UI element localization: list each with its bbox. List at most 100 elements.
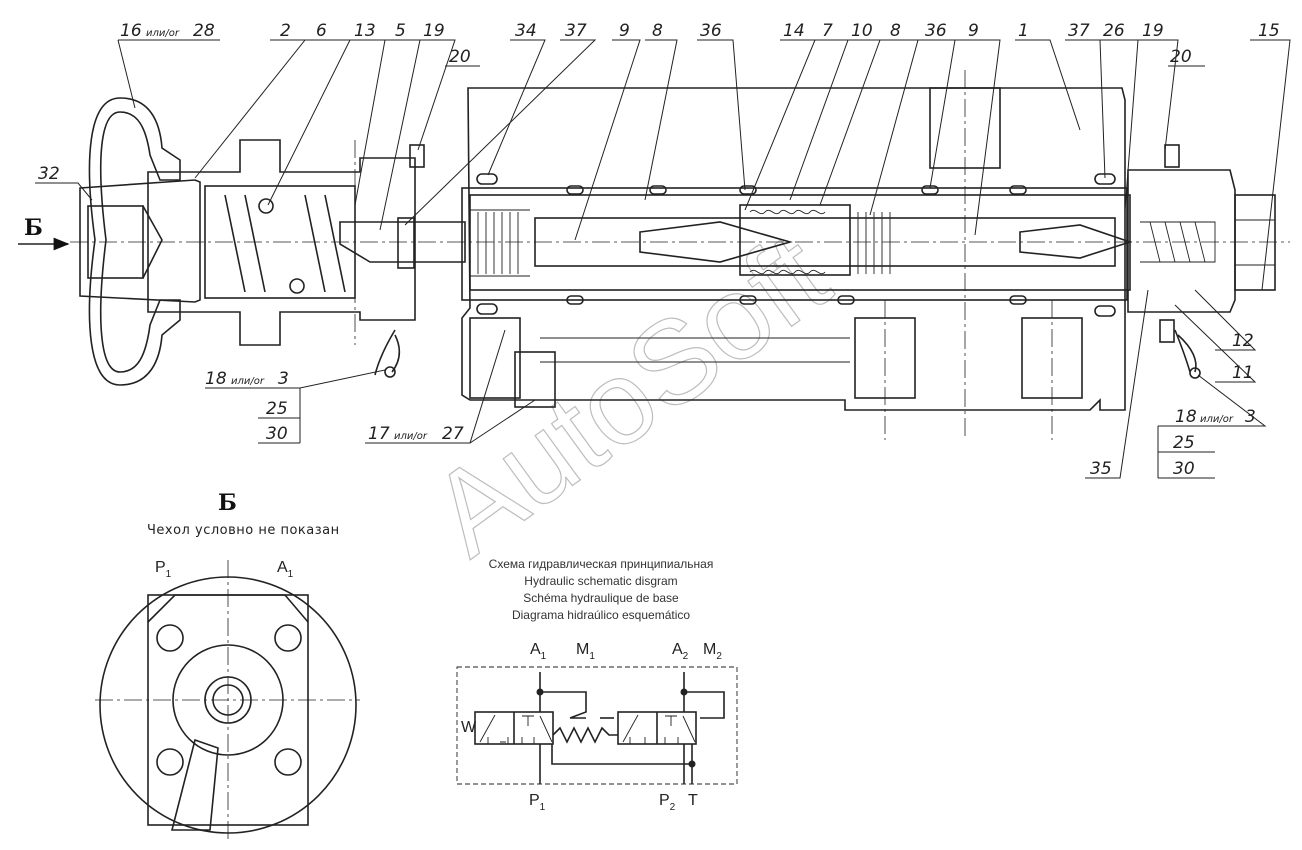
callout-16: 16: [120, 21, 142, 41]
svg-text:M1: M1: [576, 641, 595, 662]
callout-34: 34: [515, 21, 537, 41]
right-cap: [1127, 169, 1276, 313]
schematic-port-t-letter: T: [688, 792, 698, 809]
callout-25-right: 25: [1173, 433, 1195, 453]
schematic-port-p2-letter: P: [659, 792, 670, 809]
callout-5: 5: [395, 21, 406, 41]
callout-7: 7: [822, 21, 833, 41]
callout-37b: 37: [1068, 21, 1090, 41]
callout-37: 37: [565, 21, 587, 41]
callout-14: 14: [783, 21, 805, 41]
svg-text:A2: A2: [672, 641, 689, 662]
schematic-port-a1: A1: [530, 641, 547, 662]
callout-or-left: или/or: [231, 376, 265, 387]
end-view-port-p1: P1: [155, 559, 172, 580]
callout-3-right: 3: [1245, 407, 1256, 427]
callout-35: 35: [1090, 459, 1112, 479]
callout-10: 10: [851, 21, 873, 41]
end-cap: [79, 179, 201, 303]
schematic-port-p1-sub: 1: [540, 802, 546, 813]
end-view: Б Чехол условно не показан P1 A1: [95, 490, 360, 840]
end-view-title: Б: [218, 490, 237, 516]
spring-housing: [147, 139, 416, 346]
callout-11: 11: [1232, 363, 1254, 383]
callout-36b: 36: [925, 21, 947, 41]
callout-or-bottom: или/or: [394, 431, 428, 442]
end-view-port-p1-letter: P: [155, 559, 166, 576]
plunger: [339, 217, 466, 269]
rubber-boot: [88, 97, 181, 386]
callout-17: 17: [368, 424, 390, 444]
schematic-caption-ru: Схема гидравлическая принципиальная: [489, 557, 714, 571]
schematic-port-t: T: [688, 792, 698, 809]
schematic-port-m2-letter: M: [703, 641, 716, 658]
svg-text:T: T: [688, 792, 698, 809]
callout-28: 28: [193, 21, 215, 41]
callout-30-right: 30: [1173, 459, 1195, 479]
callout-9: 9: [619, 21, 630, 41]
end-view-note: Чехол условно не показан: [147, 523, 340, 538]
callout-36: 36: [700, 21, 722, 41]
spool-assembly: [469, 194, 1216, 291]
end-view-port-a1: A1: [277, 559, 294, 580]
schematic-port-a2-letter: A: [672, 641, 683, 658]
callout-18-left: 18: [205, 369, 227, 389]
schematic-port-a1-letter: A: [530, 641, 541, 658]
svg-text:P1: P1: [155, 559, 172, 580]
callout-30-left: 30: [266, 424, 288, 444]
sectional-view: Б: [18, 70, 1290, 440]
callout-18-right: 18: [1175, 407, 1197, 427]
svg-text:P1: P1: [529, 792, 546, 813]
schematic-port-m1: M1: [576, 641, 595, 662]
schematic-port-p2-sub: 2: [670, 802, 676, 813]
callout-20b: 20: [1170, 47, 1192, 67]
svg-text:A1: A1: [277, 559, 294, 580]
callout-or: или/or: [146, 28, 180, 39]
schematic-caption-fr: Schéma hydraulique de base: [523, 591, 679, 605]
watermark: AutoSoft: [407, 208, 852, 582]
callout-25-left: 25: [266, 399, 288, 419]
callout-8: 8: [652, 21, 663, 41]
schematic-port-a2-sub: 2: [683, 651, 689, 662]
callout-27: 27: [442, 424, 464, 444]
schematic-port-p1: P1: [529, 792, 546, 813]
callout-8b: 8: [890, 21, 901, 41]
callout-20: 20: [449, 47, 471, 67]
end-view-port-p1-sub: 1: [166, 569, 172, 580]
schematic-caption-en: Hydraulic schematic disgram: [524, 574, 677, 588]
schematic-port-a1-sub: 1: [541, 651, 547, 662]
schematic-port-m2-sub: 2: [716, 651, 722, 662]
callout-1: 1: [1018, 21, 1029, 41]
svg-text:A1: A1: [530, 641, 547, 662]
svg-text:M2: M2: [703, 641, 722, 662]
leader-lines: [35, 39, 1291, 479]
callout-15: 15: [1258, 21, 1280, 41]
view-arrow: Б: [18, 215, 70, 251]
callout-26: 26: [1103, 21, 1125, 41]
callout-numbers: 16 или/or 28 2 6 13 5 19 20 34 37 9 8 36…: [38, 21, 1280, 479]
schematic-port-p1-letter: P: [529, 792, 540, 809]
schematic-port-a2: A2: [672, 641, 689, 662]
callout-19b: 19: [1142, 21, 1164, 41]
watermark-text: AutoSoft: [408, 208, 852, 581]
callout-19: 19: [423, 21, 445, 41]
schematic-spring-label: W: [461, 719, 477, 736]
callout-9b: 9: [968, 21, 979, 41]
end-view-port-a1-letter: A: [277, 559, 288, 576]
svg-text:P2: P2: [659, 792, 676, 813]
callout-6: 6: [316, 21, 327, 41]
callout-2: 2: [280, 21, 291, 41]
callout-3-left: 3: [278, 369, 289, 389]
schematic-port-m2: M2: [703, 641, 722, 662]
callout-13: 13: [354, 21, 376, 41]
callout-or-right: или/or: [1200, 414, 1234, 425]
schematic-port-p2: P2: [659, 792, 676, 813]
hydraulic-schematic: Схема гидравлическая принципиальная Hydr…: [456, 557, 738, 813]
schematic-port-m1-letter: M: [576, 641, 589, 658]
pilot-spring: [224, 194, 346, 294]
callout-12: 12: [1232, 331, 1254, 351]
schematic-caption-es: Diagrama hidraúlico esquemático: [512, 608, 690, 622]
callout-32: 32: [38, 164, 60, 184]
view-arrow-label: Б: [24, 215, 43, 241]
